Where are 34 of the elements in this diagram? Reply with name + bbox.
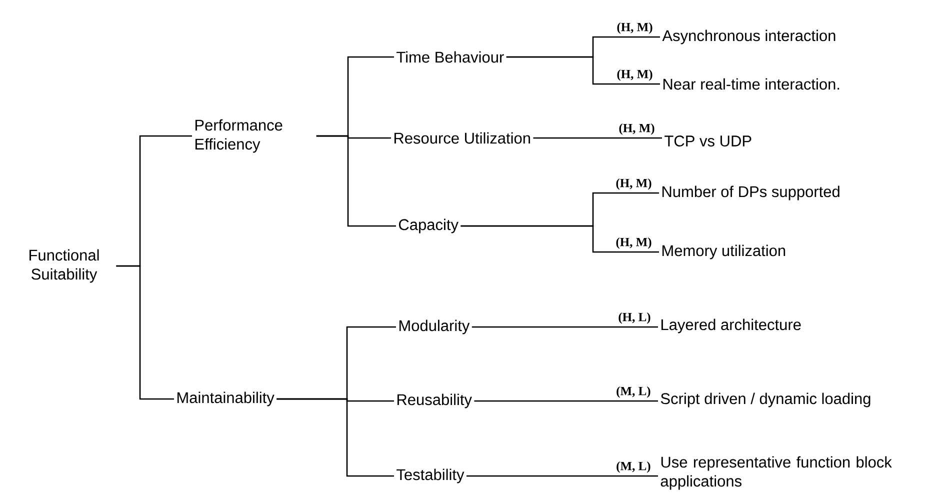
tree-label: Use representative function block applications: [660, 456, 892, 490]
tree-label: Modularity: [399, 320, 470, 334]
edge-label: (M, L): [616, 461, 650, 473]
tree-label: Performance Efficiency: [195, 119, 282, 153]
tree-label: Time Behaviour: [396, 51, 504, 63]
edge-label: (H, M): [617, 69, 652, 81]
tree-label: Resource Utilization: [394, 132, 530, 144]
tree-label: TCP vs UDP: [664, 136, 752, 146]
tree-label: Reusability: [397, 394, 472, 408]
connector-line: [276, 398, 394, 477]
connector-line: [474, 400, 658, 402]
tree-label: Near real-time interaction.: [663, 78, 840, 90]
tree-label: Capacity: [398, 218, 458, 234]
edge-label: (H, L): [618, 312, 650, 324]
connector-line: [460, 225, 659, 253]
tree-label: Script driven / dynamic loading: [660, 392, 870, 408]
edge-label: (M, L): [616, 386, 650, 398]
edge-label: (H, M): [619, 123, 654, 135]
tree-label: Functional Suitability: [30, 249, 99, 283]
connector-line: [316, 135, 396, 227]
connector-line: [116, 265, 174, 400]
tree-label: Testability: [396, 468, 464, 484]
tree-label: Number of DPs supported: [662, 186, 840, 200]
tree-label: Asynchronous interaction: [662, 30, 836, 44]
tree-label: Layered architecture: [661, 318, 801, 334]
tree-label: Maintainability: [177, 392, 274, 406]
connector-line: [533, 137, 662, 139]
edge-label: (H, M): [616, 178, 652, 190]
connector-line: [472, 326, 658, 328]
connector-line: [506, 56, 660, 85]
connector-line: [466, 475, 658, 477]
edge-label: (H, M): [616, 237, 652, 249]
edge-label: (H, M): [617, 22, 652, 34]
tree-label: Memory utilization: [662, 244, 786, 260]
